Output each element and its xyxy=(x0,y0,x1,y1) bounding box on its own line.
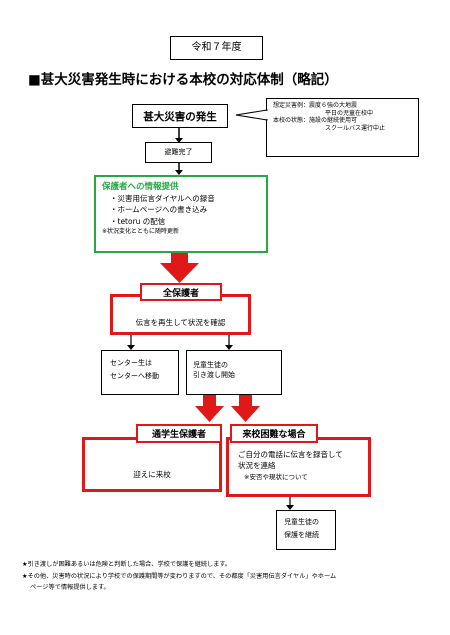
commuter-box: 迎えに来校 xyxy=(82,437,222,492)
commuter-text: 迎えに来校 xyxy=(133,470,171,479)
difficult-line-2: 状況を連絡 xyxy=(238,461,276,471)
assumption-line-1: 想定災害例：震度６強の大地震 xyxy=(273,102,358,109)
center-box: センター生は センターへ移動 xyxy=(101,350,179,395)
page-title: ■甚大災害発生時における本校の対応体制（略記） xyxy=(28,72,338,88)
protect-box: 児童生徒の 保護を継続 xyxy=(276,510,336,550)
center-line-2: センターへ移動 xyxy=(110,371,159,380)
protect-line-1: 児童生徒の xyxy=(284,518,319,526)
red-arrow-right xyxy=(231,395,260,422)
commuter-tab: 通学生保護者 xyxy=(136,424,222,443)
assumption-line-3: 本校の状態：施設の継続使用可 xyxy=(273,117,358,124)
arrow-head xyxy=(175,170,183,175)
all-parents-tab: 全保護者 xyxy=(140,283,222,301)
info-item-2: ・ホームページへの書き込み xyxy=(110,205,208,215)
info-note: ※状況変化とともに随時更新 xyxy=(102,228,180,236)
footnotes: ★引き渡しが困難あるいは危険と判断した場合、学校で保護を継続します。 ★その他、… xyxy=(22,561,442,591)
footnote-3: ページ等で情報提供します。 xyxy=(30,583,110,591)
evac-box: 避難完了 xyxy=(145,142,212,163)
disaster-label: 甚大災害の発生 xyxy=(143,110,217,123)
center-line-1: センター生は xyxy=(110,359,152,367)
year-label: 令和７年度 xyxy=(191,41,242,53)
all-parents-text: 伝言を再生して状況を確認 xyxy=(135,318,226,327)
arrow-head xyxy=(225,345,233,350)
year-box: 令和７年度 xyxy=(170,36,263,60)
difficult-tab: 来校困難な場合 xyxy=(230,424,318,443)
handover-box: 児童生徒の 引き渡し開始 xyxy=(186,350,282,395)
info-title: 保護者への情報提供 xyxy=(102,182,179,192)
footnote-2: ★その他、災害時の状況により学校での保護期間等が変わりますので、その都度「災害用… xyxy=(22,572,337,580)
protect-line-2: 保護を継続 xyxy=(284,530,319,539)
difficult-line-1: ご自分の電話に伝言を録音して xyxy=(238,450,343,459)
disaster-box: 甚大災害の発生 xyxy=(132,104,228,128)
handover-line-2: 引き渡し開始 xyxy=(193,370,235,379)
handover-line-1: 児童生徒の xyxy=(193,361,228,369)
footnote-1: ★引き渡しが困難あるいは危険と判断した場合、学校で保護を継続します。 xyxy=(22,561,232,568)
arrow-head xyxy=(127,345,135,350)
all-parents-label: 全保護者 xyxy=(162,288,199,299)
difficult-line-3: ※安否や現状について xyxy=(244,472,308,481)
info-item-1: ・災害用伝言ダイヤルへの録音 xyxy=(110,194,215,203)
evac-label: 避難完了 xyxy=(164,148,193,157)
assumption-callout: 想定災害例：震度６強の大地震 平日の児童在校中 本校の状態：施設の継続使用可 ス… xyxy=(266,98,419,157)
assumption-line-2: 平日の児童在校中 xyxy=(325,109,374,117)
info-box: 保護者への情報提供 ・災害用伝言ダイヤルへの録音 ・ホームページへの書き込み ・… xyxy=(94,175,268,253)
arrow-head xyxy=(175,138,183,143)
red-arrow-left xyxy=(195,395,224,422)
arrow-head xyxy=(286,505,294,510)
difficult-label: 来校困難な場合 xyxy=(242,430,306,440)
commuter-label: 通学生保護者 xyxy=(151,430,206,440)
big-red-arrow xyxy=(160,253,199,283)
info-item-3: ・tetoru の配信 xyxy=(110,216,166,226)
assumption-line-4: スクールバス運行中止 xyxy=(325,124,386,132)
difficult-box: ご自分の電話に伝言を録音して 状況を連絡 ※安否や現状について xyxy=(226,437,371,497)
